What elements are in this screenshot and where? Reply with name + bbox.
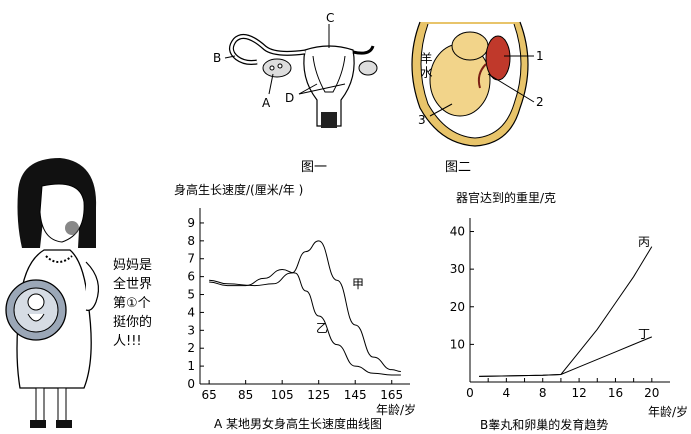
series-label-0: 丙 [638,235,650,249]
series-label-1: 乙 [316,321,328,335]
umbilical-cord [477,63,487,89]
fetus-head [451,31,489,61]
series-line-0 [209,240,401,372]
fig1-label-b: B [213,51,221,65]
y-tick-label: 2 [187,341,195,355]
y-tick-label: 9 [187,216,195,230]
x-tick-label: 4 [503,386,511,400]
x-tick-label: 20 [644,386,659,400]
chart-b-caption: B睾丸和卵巢的发育趋势 [480,417,608,432]
figure1-reproductive-diagram: B A C D [213,11,378,128]
series-label-0: 甲 [352,277,364,291]
x-tick-label: 16 [608,386,623,400]
baby-icon [27,293,45,311]
y-tick-label: 30 [450,262,465,276]
fig2-amniotic-fluid: 羊水 [419,51,433,80]
left-ovary [262,58,292,78]
y-tick-label: 0 [187,377,195,391]
series-line-0 [479,246,653,377]
x-tick-label: 105 [271,388,294,402]
chart-a: 身高生长速度/(厘米/年 ) 年龄/岁 A 某地男女身高生长速度曲线图 0 1 2 3… [174,182,416,431]
x-tick-label: 145 [344,388,367,402]
x-tick-label: 165 [380,388,403,402]
pregnant-mother-cartoon [5,158,99,428]
figure2-fetus-diagram: 羊水 1 2 3 [411,21,544,147]
chart-a-ylabel: 身高生长速度/(厘米/年 ) [174,182,303,197]
fig2-label-1: 1 [536,49,544,63]
chart-a-xlabel: 年龄/岁 [376,402,416,417]
right-fallopian-tube [352,45,375,55]
series-label-1: 丁 [638,327,650,341]
chart-a-caption: A 某地男女身高生长速度曲线图 [214,416,382,431]
y-tick-label: 1 [187,359,195,373]
y-tick-label: 5 [187,288,195,302]
y-tick-label: 10 [450,337,465,351]
fig1-label-d: D [285,91,294,105]
y-tick-label: 40 [450,225,465,239]
y-tick-label: 3 [187,323,195,337]
chart-b: 器官达到的重里/克 年龄/岁 B睾丸和卵巢的发育趋势 10 20 30 40 0 4 8 12… [450,190,688,432]
chart-b-xlabel: 年龄/岁 [648,404,688,419]
x-tick-label: 8 [539,386,547,400]
y-tick-label: 7 [187,252,195,266]
fig1-label-c: C [326,11,334,25]
x-tick-label: 12 [571,386,586,400]
face [39,183,85,243]
series-line-1 [209,268,401,376]
y-tick-label: 20 [450,300,465,314]
speech-text: 妈妈是 全世界 第①个 挺你的 人!!! [113,258,153,349]
fig2-label-2: 2 [536,95,544,109]
fig2-label-3: 3 [418,113,426,127]
chart-b-ylabel: 器官达到的重里/克 [456,190,556,205]
x-tick-label: 85 [238,388,253,402]
y-tick-label: 8 [187,234,195,248]
fig1-label-a: A [262,96,271,110]
figure2-caption: 图二 [445,160,472,175]
y-tick-label: 6 [187,270,195,284]
figure1-caption: 图一 [301,160,328,175]
uterus [303,45,355,127]
x-tick-label: 125 [307,388,330,402]
right-ovary [358,60,378,76]
y-tick-label: 4 [187,305,195,319]
x-tick-label: 0 [466,386,474,400]
uterus-cavity [312,55,346,93]
vagina [321,112,337,128]
x-tick-label: 65 [201,388,216,402]
series-line-1 [479,336,653,377]
placenta [485,35,511,81]
